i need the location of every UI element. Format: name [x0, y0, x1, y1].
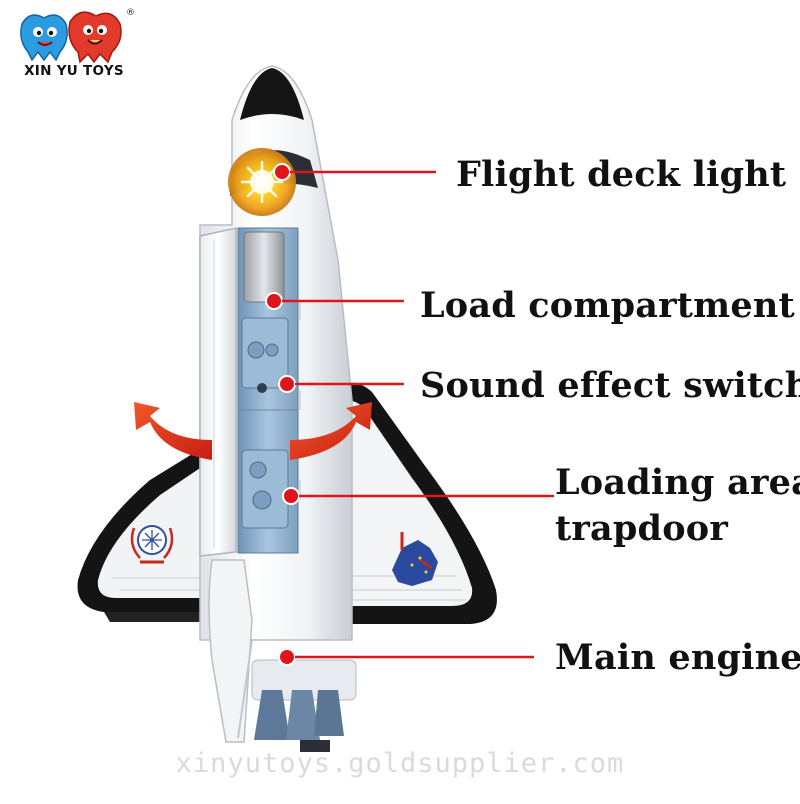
watermark: xinyutoys.goldsupplier.com — [175, 748, 625, 779]
europe-map-flag-emblem-icon — [392, 532, 438, 586]
label-line: Sound effect switch — [420, 365, 800, 406]
label-flight-deck-light: Flight deck light — [456, 153, 786, 197]
callout-flight-deck-light — [273, 163, 436, 181]
callout-load-compartment — [265, 292, 404, 310]
left-rotate-arrow-icon — [134, 402, 212, 460]
label-loading-area-trapdoor: Loading area trapdoor — [555, 460, 800, 552]
laurel-globe-emblem-icon — [130, 525, 174, 564]
right-rotate-arrow-icon — [290, 402, 372, 460]
label-line: trapdoor — [555, 508, 728, 549]
label-line: Loading area — [555, 462, 800, 503]
label-sound-effect-switch: Sound effect switch — [420, 364, 800, 408]
label-line: Flight deck light — [456, 154, 787, 195]
label-line: Main engine — [555, 637, 800, 678]
nose-cone — [240, 68, 304, 120]
callout-loading-area-trapdoor — [282, 487, 554, 505]
callout-sound-effect-switch — [278, 375, 404, 393]
left-payload-door — [199, 227, 237, 557]
label-main-engine: Main engine — [555, 636, 800, 680]
right-wing — [330, 382, 497, 624]
tail-fin — [208, 559, 253, 743]
flight-deck-light-icon — [228, 148, 296, 216]
brand-name: XIN YU TOYS — [24, 63, 124, 79]
label-line: Load compartment — [420, 285, 795, 326]
main-engines — [251, 659, 357, 752]
tooth-mascots-logo-icon — [20, 11, 122, 64]
label-load-compartment: Load compartment — [420, 284, 795, 328]
callout-main-engine — [278, 648, 534, 666]
registered-mark: ® — [126, 8, 135, 18]
